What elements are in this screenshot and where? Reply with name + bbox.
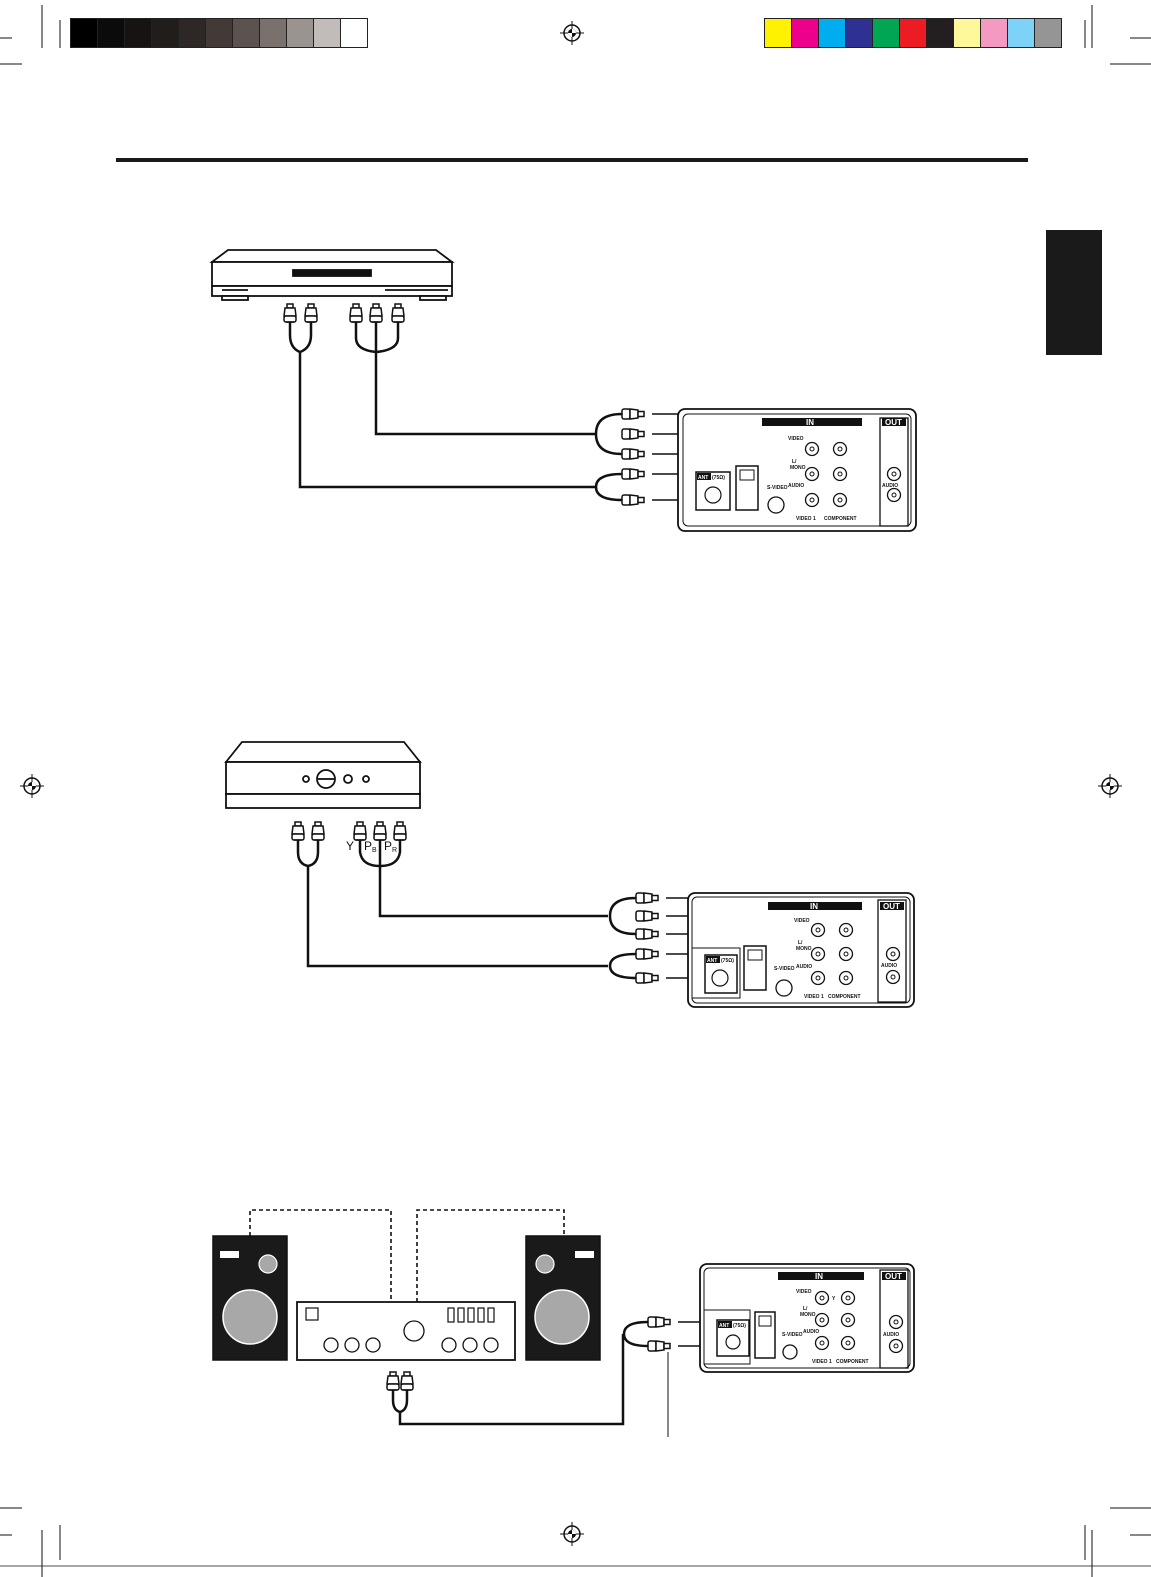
tv-panel-1: IN OUT AUDIO ANT (75Ω) S-VIDEO VIDEO L/ … — [678, 409, 916, 531]
svg-text:VIDEO 1: VIDEO 1 — [804, 994, 824, 1000]
tv-panel-2: IN OUT AUDIO ANT (75Ω) S-VIDEO VIDEO L/ … — [688, 893, 914, 1007]
registration-mark-left — [20, 774, 44, 798]
svg-text:AUDIO: AUDIO — [803, 1329, 819, 1335]
svg-text:AUDIO: AUDIO — [883, 1332, 899, 1338]
component-rca-plugs-top — [292, 822, 406, 840]
svg-text:MONO: MONO — [796, 946, 812, 952]
left-speaker — [213, 1236, 287, 1360]
svg-text:VIDEO: VIDEO — [788, 436, 804, 442]
right-speaker — [526, 1236, 600, 1360]
component-rca-plugs-side — [636, 893, 658, 983]
svg-text:OUT: OUT — [883, 902, 900, 911]
svg-text:VIDEO 1: VIDEO 1 — [812, 1359, 832, 1365]
svg-text:(75Ω): (75Ω) — [721, 958, 734, 964]
svg-text:IN: IN — [810, 902, 818, 911]
component-source-icon — [226, 742, 420, 808]
svg-text:VIDEO 1: VIDEO 1 — [796, 516, 816, 522]
dvd-player-icon — [212, 250, 452, 300]
svg-text:AUDIO: AUDIO — [796, 964, 812, 970]
svg-text:IN: IN — [815, 1272, 823, 1281]
svg-text:AUDIO: AUDIO — [882, 483, 898, 489]
amp-rca-plugs — [387, 1372, 413, 1390]
diagram-dvd-player: IN OUT AUDIO ANT (75Ω) S-VIDEO VIDEO L/ … — [212, 250, 916, 531]
dvd-rca-plugs-side — [622, 409, 644, 505]
label-pb: P — [364, 839, 372, 853]
svg-text:COMPONENT: COMPONENT — [828, 994, 861, 1000]
svg-text:AUDIO: AUDIO — [881, 963, 897, 969]
svg-text:ANT: ANT — [719, 1323, 729, 1329]
svg-text:ANT: ANT — [698, 475, 708, 481]
svg-text:VIDEO: VIDEO — [796, 1289, 812, 1295]
svg-text:COMPONENT: COMPONENT — [836, 1359, 869, 1365]
registration-mark-bottom — [560, 1522, 584, 1546]
label-pr-sub: R — [392, 847, 397, 854]
svg-text:COMPONENT: COMPONENT — [824, 516, 857, 522]
svg-text:MONO: MONO — [790, 465, 806, 471]
component-cables — [298, 836, 636, 978]
svg-text:ANT: ANT — [707, 958, 717, 964]
svg-text:S-VIDEO: S-VIDEO — [782, 1332, 803, 1338]
registration-mark-top — [560, 21, 584, 45]
svg-text:(75Ω): (75Ω) — [733, 1323, 746, 1329]
label-pr: P — [384, 839, 392, 853]
svg-text:MONO: MONO — [800, 1312, 816, 1318]
label-pb-sub: B — [372, 847, 377, 854]
svg-text:S-VIDEO: S-VIDEO — [767, 485, 788, 491]
svg-text:VIDEO: VIDEO — [794, 918, 810, 924]
svg-text:AUDIO: AUDIO — [788, 483, 804, 489]
diagram-component-source: Y P B P R IN — [226, 742, 914, 1007]
dvd-rca-plugs-top — [284, 304, 404, 322]
svg-text:OUT: OUT — [885, 418, 902, 427]
diagram-audio-amplifier: IN OUT AUDIO ANT (75Ω) S-VIDEO VIDEO L/ … — [213, 1210, 914, 1437]
svg-text:IN: IN — [806, 418, 814, 427]
speaker-wires — [250, 1210, 564, 1302]
label-y: Y — [346, 839, 354, 853]
svg-text:S-VIDEO: S-VIDEO — [774, 966, 795, 972]
tv-audio-out-plugs — [648, 1317, 670, 1351]
svg-text:(75Ω): (75Ω) — [712, 475, 725, 481]
amplifier-icon — [297, 1302, 515, 1360]
tv-panel-3: IN OUT AUDIO ANT (75Ω) S-VIDEO VIDEO L/ … — [700, 1264, 914, 1372]
svg-text:OUT: OUT — [885, 1272, 902, 1281]
registration-mark-right — [1098, 774, 1122, 798]
dvd-cables — [290, 318, 622, 500]
